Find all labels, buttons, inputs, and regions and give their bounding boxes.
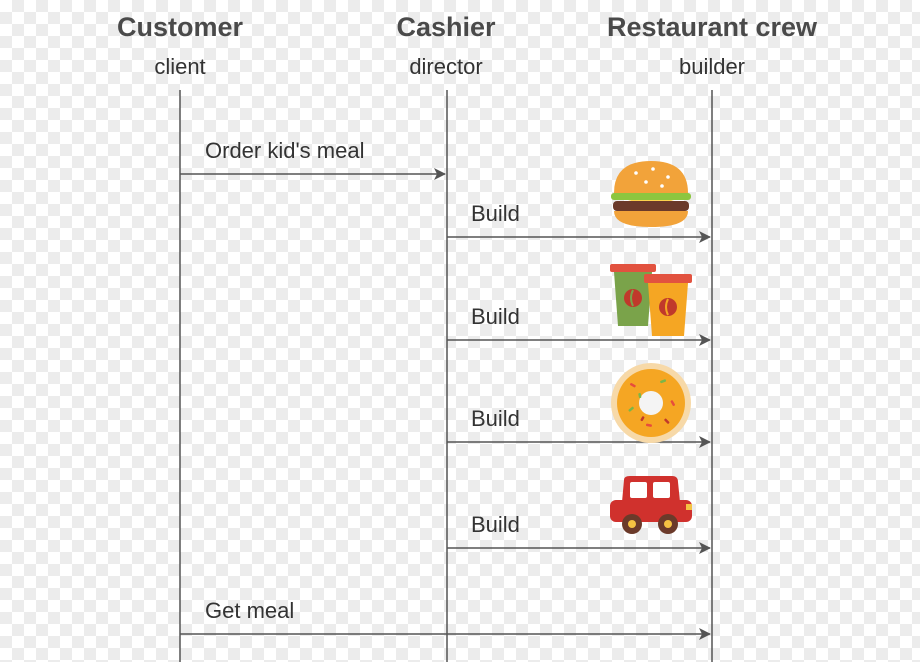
message-label-get-meal: Get meal — [205, 598, 295, 623]
participant-title: Cashier — [396, 12, 496, 42]
participant-title: Customer — [116, 12, 244, 42]
participant-role: builder — [678, 54, 746, 79]
burger-icon — [611, 161, 691, 227]
participant-customer: Customer client — [100, 12, 260, 80]
donut-icon — [611, 363, 691, 443]
drink-cups-icon — [610, 264, 692, 336]
message-label-build: Build — [471, 304, 520, 329]
message-label-build: Build — [471, 406, 520, 431]
participant-role: director — [409, 54, 483, 79]
message-label-build: Build — [471, 512, 520, 537]
message-label-build: Build — [471, 201, 520, 226]
message-label-order: Order kid's meal — [205, 138, 365, 163]
participant-cashier: Cashier director — [366, 12, 526, 80]
participant-restaurant-crew: Restaurant crew builder — [592, 12, 832, 80]
toy-car-icon — [610, 476, 692, 534]
participant-role: client — [154, 54, 206, 79]
participant-title: Restaurant crew — [606, 12, 818, 42]
